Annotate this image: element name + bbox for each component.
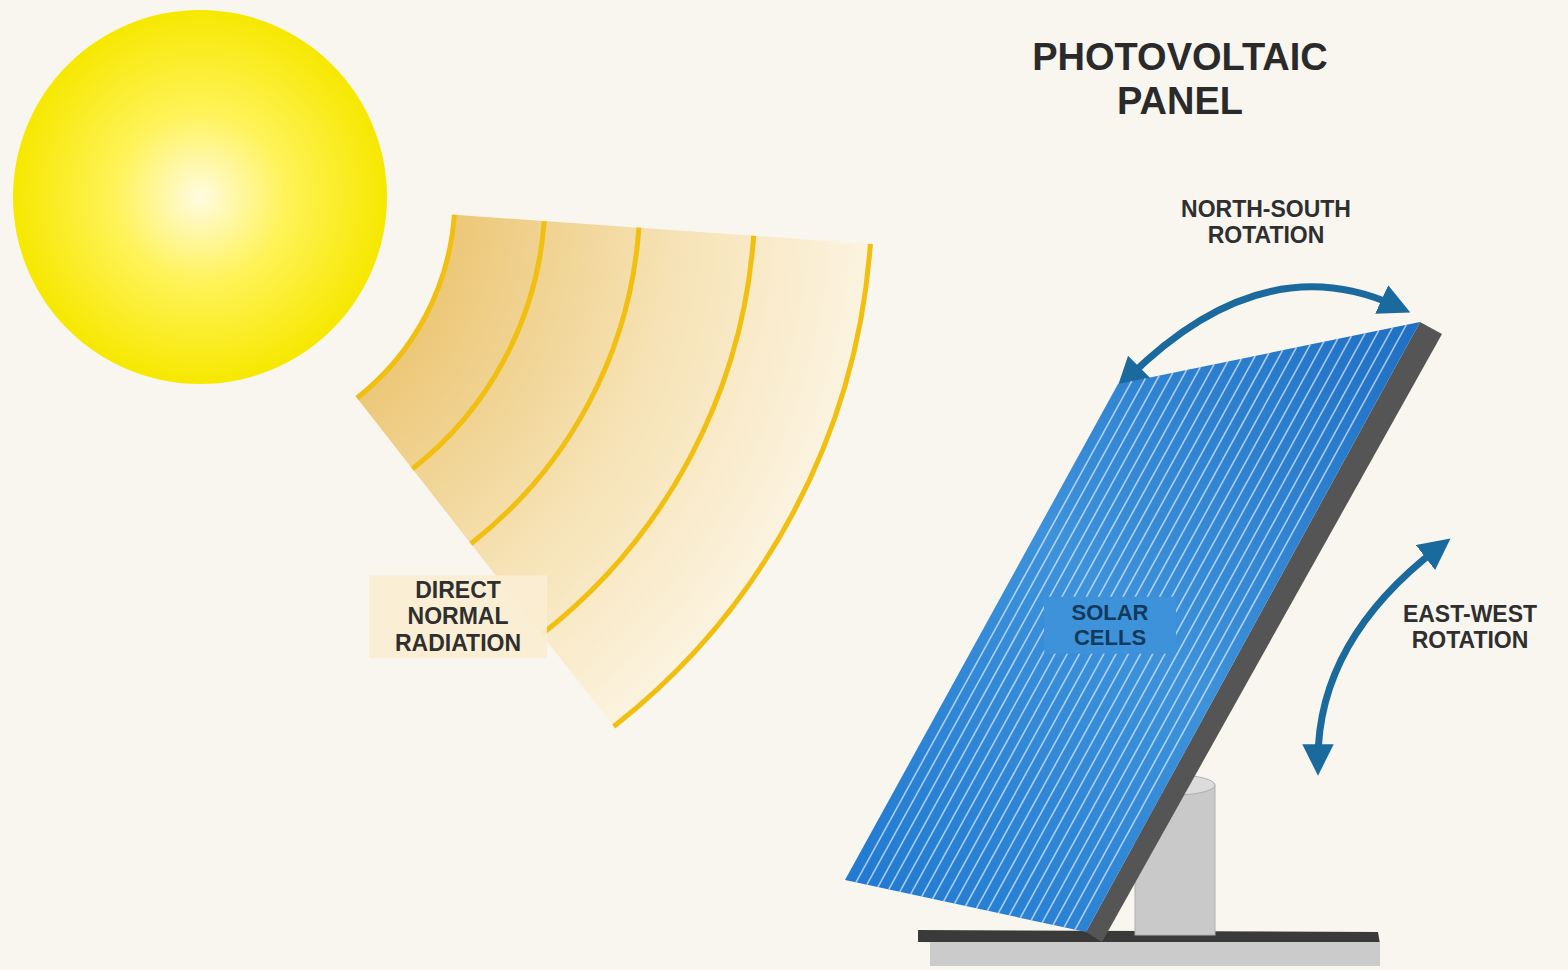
label: EAST-WEST ROTATION <box>1381 599 1559 656</box>
cell-stripe <box>1020 339 1337 918</box>
cell-stripe <box>1042 333 1365 922</box>
radiation-wave <box>412 221 544 469</box>
radiation-wave <box>542 236 754 635</box>
east-west-arrow <box>1318 548 1438 760</box>
label: DIRECT NORMAL RADIATION <box>369 575 547 658</box>
base-plate <box>930 942 1380 966</box>
photovoltaic-panel: SOLAR CELLS <box>840 318 1445 948</box>
cell-stripe <box>933 361 1228 898</box>
radiation-wave <box>357 215 454 398</box>
cell-stripe <box>955 356 1256 904</box>
cell-stripe <box>1031 336 1351 920</box>
cell-stripe <box>966 353 1270 906</box>
title: PHOTOVOLTAIC PANEL <box>1000 36 1360 123</box>
cell-stripe <box>900 370 1187 892</box>
cell-stripe <box>922 364 1214 896</box>
radiation-wedge <box>357 215 870 727</box>
node-text: SOLAR CELLS <box>1044 597 1176 654</box>
radiation-fan <box>357 215 870 727</box>
radiation-wave <box>471 228 639 544</box>
cell-stripe <box>987 347 1296 910</box>
sun <box>13 10 387 384</box>
radiation-wave <box>614 244 871 727</box>
panel-face <box>845 322 1420 932</box>
cell-stripe <box>976 350 1282 908</box>
cell-stripe <box>998 345 1310 914</box>
label: NORTH-SOUTH ROTATION <box>1147 194 1385 251</box>
cell-stripe <box>1009 342 1324 916</box>
cell-stripe <box>944 359 1242 902</box>
cell-stripe <box>911 367 1201 894</box>
